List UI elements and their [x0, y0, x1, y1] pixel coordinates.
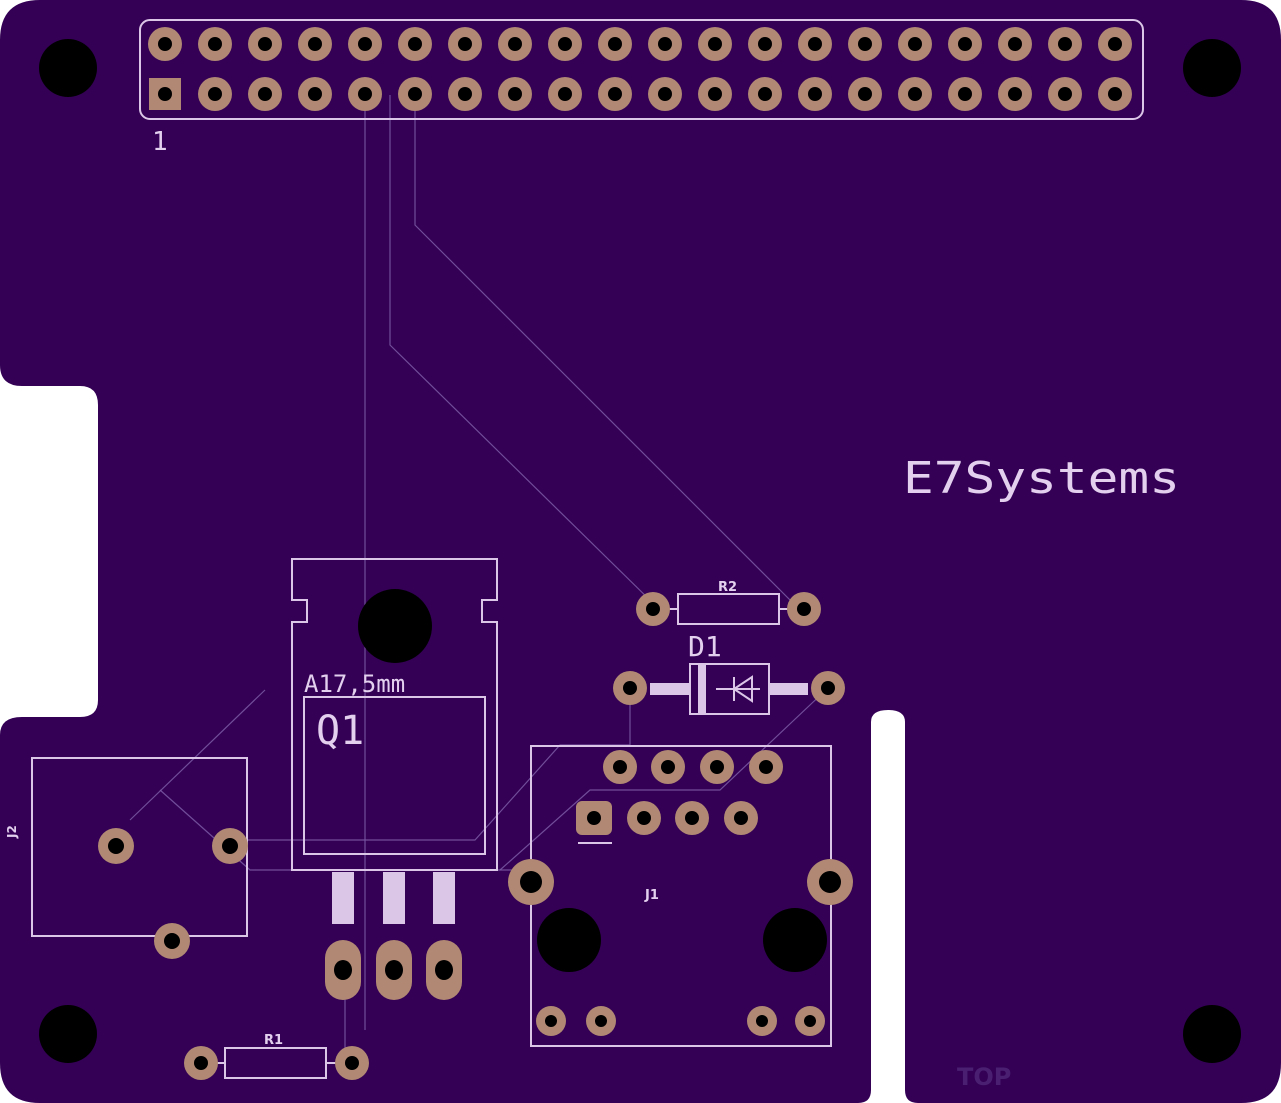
header-pin-hole	[758, 87, 772, 101]
header-pin-hole	[1108, 37, 1122, 51]
header-pin-hole	[258, 37, 272, 51]
layer-label: TOP	[957, 1063, 1011, 1091]
mounting-hole-bottom-left	[39, 1005, 97, 1063]
header-pin-hole	[708, 37, 722, 51]
mounting-hole-top-right	[1183, 39, 1241, 97]
mounting-hole-top-left	[39, 39, 97, 97]
header-pin-hole	[1058, 87, 1072, 101]
traces	[129, 95, 829, 1060]
header-pin-hole	[758, 37, 772, 51]
header-pin-hole	[958, 37, 972, 51]
header-pin-hole	[208, 87, 222, 101]
header-pin-hole	[658, 87, 672, 101]
q1-ref-label: Q1	[316, 708, 364, 754]
mounting-hole-bottom-right	[1183, 1005, 1241, 1063]
brand-label: E7Systems	[903, 453, 1180, 504]
d1-label: D1	[688, 630, 722, 663]
header-pin-hole	[358, 87, 372, 101]
header-pin-hole	[308, 87, 322, 101]
q1-value-label: A17,5mm	[304, 670, 405, 698]
connector-j1: J1	[508, 745, 853, 1047]
pin1-label: 1	[152, 127, 168, 157]
header-pin-hole	[408, 87, 422, 101]
header-pin-hole	[908, 37, 922, 51]
header-pin-hole	[958, 87, 972, 101]
header-pin-hole	[1008, 87, 1022, 101]
r2-label: R2	[718, 580, 737, 595]
header-pin-hole	[508, 37, 522, 51]
gpio-header-outline	[139, 19, 1144, 120]
header-pin-hole	[708, 87, 722, 101]
resistor-r1: R1	[184, 1033, 369, 1080]
resistor-r2: R2	[636, 580, 821, 626]
connector-j2: J2	[5, 757, 248, 959]
header-pin-hole	[658, 37, 672, 51]
transistor-q1: A17,5mm Q1	[291, 558, 498, 1000]
diode-d1: D1	[613, 630, 845, 715]
header-pin-hole	[608, 87, 622, 101]
header-pin-hole	[458, 37, 472, 51]
header-pin-hole	[558, 37, 572, 51]
header-pin-hole	[258, 87, 272, 101]
header-pin-hole	[908, 87, 922, 101]
header-pin-hole	[408, 37, 422, 51]
r1-label: R1	[264, 1033, 283, 1048]
header-pin-hole	[458, 87, 472, 101]
header-pin-hole	[858, 37, 872, 51]
header-pin-hole	[1058, 37, 1072, 51]
header-pin-hole	[808, 87, 822, 101]
header-pin-hole	[608, 37, 622, 51]
j2-label: J2	[5, 825, 19, 839]
header-pin-hole	[358, 37, 372, 51]
header-pin-hole	[558, 87, 572, 101]
header-pin-hole	[858, 87, 872, 101]
header-pin-hole	[308, 37, 322, 51]
header-pin-hole	[158, 37, 172, 51]
header-pin-hole	[508, 87, 522, 101]
header-pin-hole	[1008, 37, 1022, 51]
header-pin-hole	[158, 87, 172, 101]
header-pin-hole	[808, 37, 822, 51]
gpio-header-pins	[148, 27, 1132, 111]
header-pin-hole	[1108, 87, 1122, 101]
header-pin-hole	[208, 37, 222, 51]
j1-label: J1	[644, 888, 659, 903]
